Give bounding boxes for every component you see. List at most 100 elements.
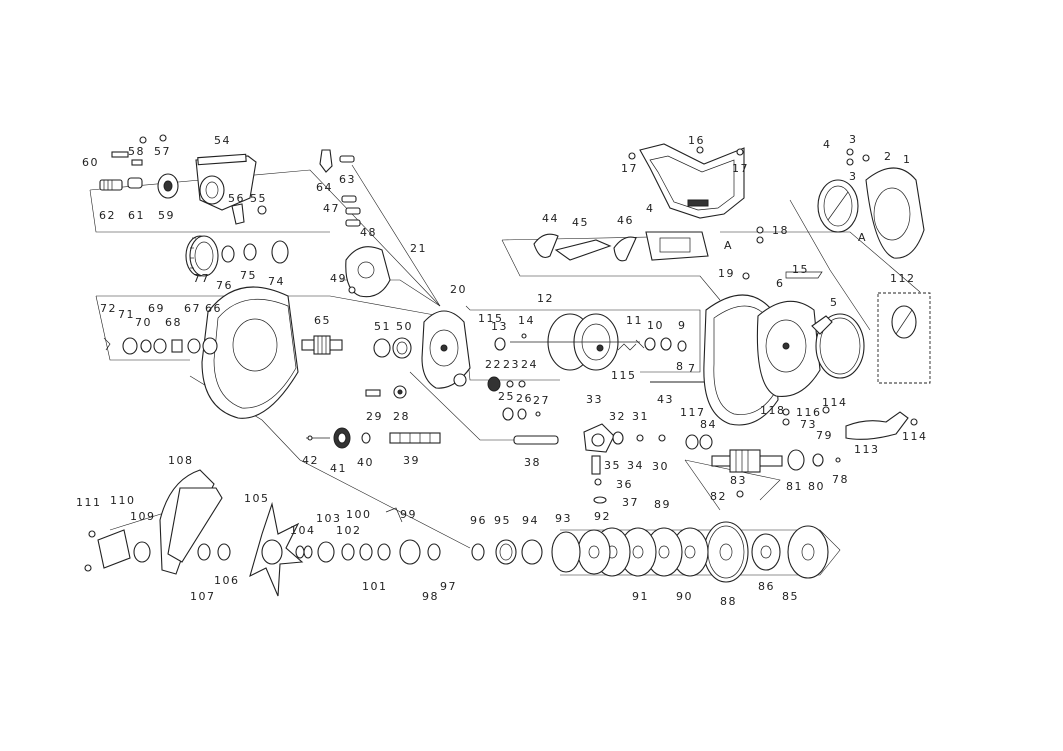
part-label-9: 9 <box>678 319 687 332</box>
part-label-92: 92 <box>594 510 611 523</box>
part-label-101: 101 <box>362 580 388 593</box>
part-label-116: 116 <box>796 406 822 419</box>
part-label-56: 56 <box>228 192 245 205</box>
part-label-44: 44 <box>542 212 559 225</box>
part-label-5: 5 <box>830 296 839 309</box>
part-label-65: 65 <box>314 314 331 327</box>
part-label-21: 21 <box>410 242 427 255</box>
part-label-94: 94 <box>522 514 539 527</box>
part-label-117: 117 <box>680 406 706 419</box>
part-label-2: 2 <box>884 150 893 163</box>
part-label-59: 59 <box>158 209 175 222</box>
part-label-111: 111 <box>76 496 102 509</box>
part-label-11: 11 <box>626 314 643 327</box>
part-label-55: 55 <box>250 192 267 205</box>
part-label-95: 95 <box>494 514 511 527</box>
part-label-47: 47 <box>323 202 340 215</box>
part-label-67: 67 <box>184 302 201 315</box>
part-label-19: 19 <box>718 267 735 280</box>
part-label-71: 71 <box>118 308 135 321</box>
part-label-31: 31 <box>632 410 649 423</box>
part-label-58: 58 <box>128 145 145 158</box>
part-label-82: 82 <box>710 490 727 503</box>
main-shaft-group <box>685 434 841 498</box>
callout-a: A <box>724 239 733 252</box>
part-label-10: 10 <box>647 319 664 332</box>
part-label-4: 4 <box>823 138 832 151</box>
part-label-110: 110 <box>110 494 136 507</box>
part-label-97: 97 <box>440 580 457 593</box>
part-label-57: 57 <box>154 145 171 158</box>
part-label-24: 24 <box>521 358 538 371</box>
part-label-91: 91 <box>632 590 649 603</box>
part-label-90: 90 <box>676 590 693 603</box>
part-label-32: 32 <box>609 410 626 423</box>
part-label-18: 18 <box>772 224 789 237</box>
level-wind-frame-group <box>99 134 267 225</box>
part-label-28: 28 <box>393 410 410 423</box>
cover-pieces-44-46 <box>533 226 764 262</box>
part-label-70: 70 <box>135 316 152 329</box>
part-label-83: 83 <box>730 474 747 487</box>
part-label-8: 8 <box>676 360 685 373</box>
part-label-15: 15 <box>792 263 809 276</box>
part-label-104: 104 <box>290 524 316 537</box>
part-label-115: 115 <box>478 312 504 325</box>
part-label-7: 7 <box>688 362 697 375</box>
part-label-112: 112 <box>890 272 916 285</box>
part-label-89: 89 <box>654 498 671 511</box>
part-label-80: 80 <box>808 480 825 493</box>
part-label-68: 68 <box>165 316 182 329</box>
part-label-66: 66 <box>205 302 222 315</box>
part-label-115: 115 <box>611 369 637 382</box>
part-label-84: 84 <box>700 418 717 431</box>
part-label-51: 51 <box>374 320 391 333</box>
warning-label-box <box>877 292 931 384</box>
part-label-78: 78 <box>832 473 849 486</box>
rod-15 <box>785 271 823 279</box>
part-label-43: 43 <box>657 393 674 406</box>
part-label-108: 108 <box>168 454 194 467</box>
left-side-plate-group <box>103 286 299 419</box>
part-label-75: 75 <box>240 269 257 282</box>
screw-28-29 <box>365 385 407 399</box>
shaft-39-42 <box>306 427 441 449</box>
part-label-12: 12 <box>537 292 554 305</box>
part-label-17: 17 <box>732 162 749 175</box>
part-label-99: 99 <box>400 508 417 521</box>
drag-gear-group <box>295 507 829 583</box>
part-label-45: 45 <box>572 216 589 229</box>
part-label-61: 61 <box>128 209 145 222</box>
part-label-1: 1 <box>903 153 912 166</box>
part-label-98: 98 <box>422 590 439 603</box>
part-label-96: 96 <box>470 514 487 527</box>
part-label-27: 27 <box>533 394 550 407</box>
part-label-118: 118 <box>760 404 786 417</box>
part-label-38: 38 <box>524 456 541 469</box>
part-label-93: 93 <box>555 512 572 525</box>
part-label-50: 50 <box>396 320 413 333</box>
part-label-39: 39 <box>403 454 420 467</box>
part-label-41: 41 <box>330 462 347 475</box>
part-label-23: 23 <box>503 358 520 371</box>
part-label-54: 54 <box>214 134 231 147</box>
part-label-102: 102 <box>336 524 362 537</box>
part-label-85: 85 <box>782 590 799 603</box>
part-label-74: 74 <box>268 275 285 288</box>
bearing-8-11 <box>635 337 687 352</box>
part-label-73: 73 <box>800 418 817 431</box>
spool-group <box>487 313 640 421</box>
part-label-109: 109 <box>130 510 156 523</box>
part-label-69: 69 <box>148 302 165 315</box>
part-label-103: 103 <box>316 512 342 525</box>
part-label-113: 113 <box>854 443 880 456</box>
part-label-30: 30 <box>652 460 669 473</box>
part-number-labels: 1 2 3 3 4 4 5 6 7 8 9 10 11 12 13 14 15 … <box>76 133 926 608</box>
part-label-106: 106 <box>214 574 240 587</box>
part-label-3: 3 <box>849 133 858 146</box>
pinion-gear-group <box>301 335 343 355</box>
part-label-36: 36 <box>616 478 633 491</box>
part-label-79: 79 <box>816 429 833 442</box>
part-label-107: 107 <box>190 590 216 603</box>
part-label-29: 29 <box>366 410 383 423</box>
